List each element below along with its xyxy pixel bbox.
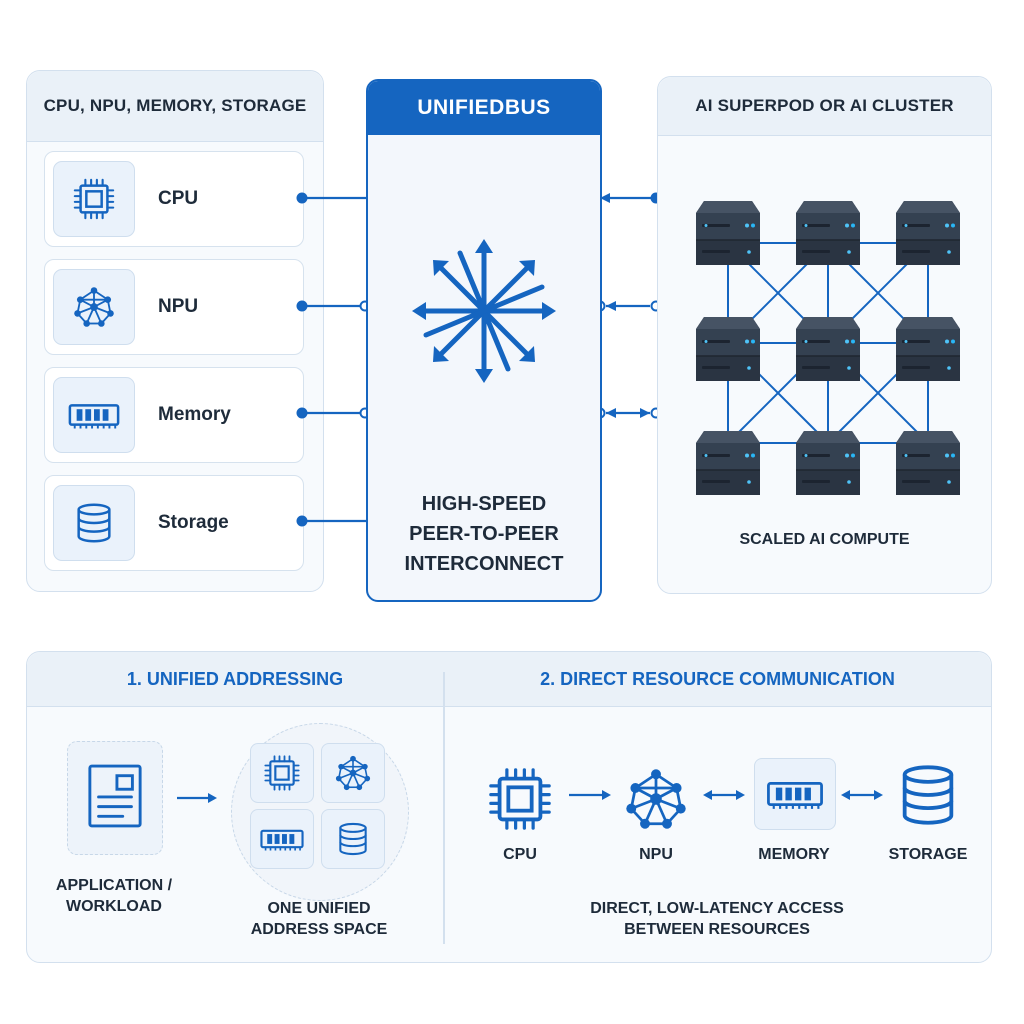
resource-label-npu: NPU <box>158 296 199 317</box>
connector-dot <box>296 407 308 419</box>
features-panel: 1. UNIFIED ADDRESSING 2. DIRECT RESOURCE… <box>26 651 992 963</box>
resource-card-storage[interactable]: Storage <box>44 475 304 571</box>
memory-tile <box>754 758 836 830</box>
address-space-label: ONE UNIFIED ADDRESS SPACE <box>250 900 388 938</box>
resource-label-memory: Memory <box>158 404 231 425</box>
flow-label-npu: NPU <box>639 846 673 863</box>
resource-card-npu[interactable]: NPU <box>44 259 304 355</box>
bidirectional-arrow-icon <box>841 790 883 800</box>
resource-card-memory[interactable]: Memory <box>44 367 304 463</box>
connector-dot <box>296 300 308 312</box>
server-icon[interactable] <box>694 313 762 383</box>
storage-database-icon <box>334 820 372 858</box>
server-icon[interactable] <box>794 197 862 267</box>
bidirectional-arrow-icon <box>703 790 745 800</box>
address-tile-npu <box>321 743 385 803</box>
cpu-chip-icon <box>485 764 555 834</box>
direct-communication-title: 2. DIRECT RESOURCE COMMUNICATION <box>540 668 895 689</box>
npu-network-icon <box>623 766 689 832</box>
resources-panel-title: CPU, NPU, MEMORY, STORAGE <box>27 71 323 142</box>
arrow-left-icon <box>600 193 610 203</box>
direct-communication-caption: DIRECT, LOW-LATENCY ACCESS BETWEEN RESOU… <box>590 900 844 938</box>
server-icon[interactable] <box>794 427 862 497</box>
storage-database-icon <box>893 760 963 830</box>
arrow-right-icon <box>177 793 217 803</box>
unifiedbus-description: HIGH-SPEED PEER-TO-PEER INTERCONNECT <box>404 493 564 575</box>
arrow-left-icon <box>606 301 616 311</box>
connector-dot <box>296 192 308 204</box>
cpu-tile <box>53 161 135 237</box>
storage-tile <box>53 485 135 561</box>
features-divider <box>443 672 445 944</box>
unifiedbus-panel[interactable]: UNIFIEDBUS HIGH-SPEED PEER-TO-PEER INTER… <box>366 79 602 602</box>
npu-tile <box>53 269 135 345</box>
flow-label-cpu: CPU <box>503 846 537 863</box>
arrow-right-icon <box>640 408 650 418</box>
server-icon[interactable] <box>894 427 962 497</box>
server-icon[interactable] <box>894 313 962 383</box>
memory-module-icon <box>765 777 825 811</box>
npu-network-icon <box>334 754 372 792</box>
connector-dot <box>296 515 308 527</box>
server-icon[interactable] <box>794 313 862 383</box>
server-icon[interactable] <box>694 427 762 497</box>
memory-module-icon <box>259 825 305 853</box>
resource-card-cpu[interactable]: CPU <box>44 151 304 247</box>
arrow-left-icon <box>606 408 616 418</box>
unified-addressing-title: 1. UNIFIED ADDRESSING <box>126 668 344 689</box>
cpu-chip-icon <box>262 753 302 793</box>
document-icon <box>86 762 144 830</box>
cluster-panel: AI SUPERPOD OR AI CLUSTER SCALED AI COMP… <box>657 76 992 594</box>
flow-label-storage: STORAGE <box>888 846 968 863</box>
arrow-right-icon <box>569 790 611 800</box>
server-icon[interactable] <box>694 197 762 267</box>
resource-label-cpu: CPU <box>158 188 199 209</box>
cluster-panel-title: AI SUPERPOD OR AI CLUSTER <box>658 77 991 136</box>
unifiedbus-title: UNIFIEDBUS <box>368 81 600 135</box>
resource-label-storage: Storage <box>158 512 229 533</box>
address-tile-storage <box>321 809 385 869</box>
flow-label-memory: MEMORY <box>758 846 830 863</box>
cluster-caption: SCALED AI COMPUTE <box>739 531 910 548</box>
resources-panel: CPU, NPU, MEMORY, STORAGE CPU NPU Memory… <box>26 70 324 592</box>
server-icon[interactable] <box>894 197 962 267</box>
address-tile-cpu <box>250 743 314 803</box>
application-tile[interactable] <box>67 741 163 855</box>
memory-tile <box>53 377 135 453</box>
interconnect-arrows-icon <box>412 239 556 383</box>
features-panel-header <box>27 652 991 707</box>
application-label: APPLICATION / WORKLOAD <box>55 877 173 915</box>
address-tile-memory <box>250 809 314 869</box>
